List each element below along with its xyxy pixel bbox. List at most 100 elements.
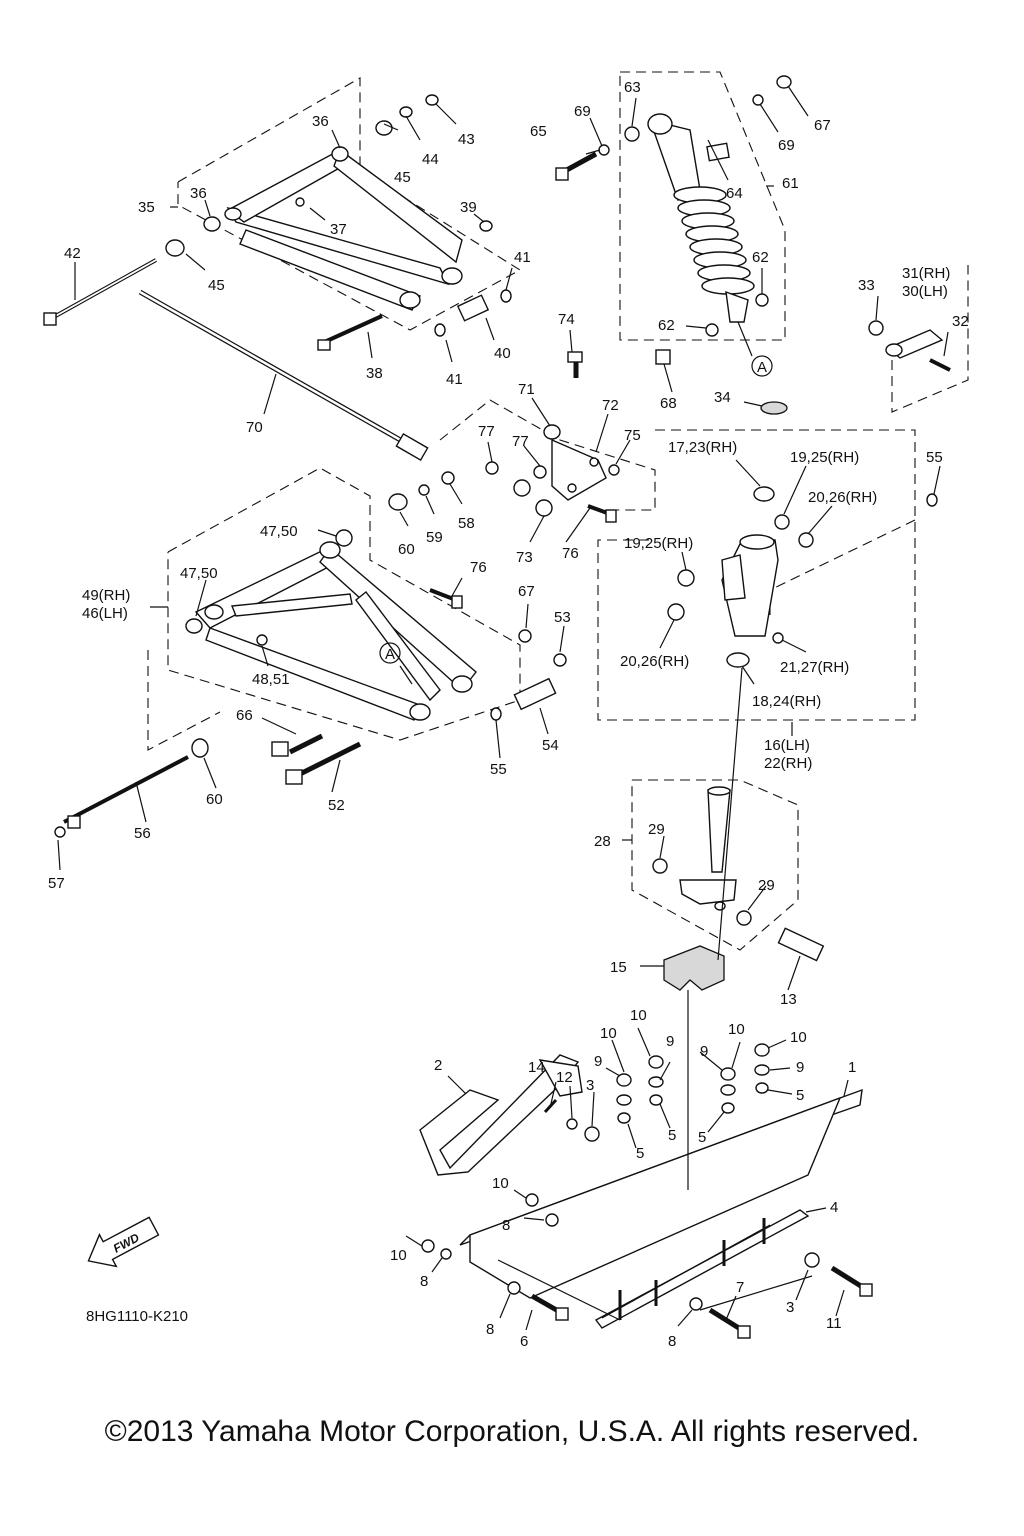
callout-55-left: 55 — [490, 761, 507, 778]
callout-21-27: 21,27(RH) — [780, 659, 849, 676]
callout-70: 70 — [246, 419, 263, 436]
callout-10-e: 10 — [492, 1175, 509, 1192]
callout-56: 56 — [134, 825, 151, 842]
callout-68: 68 — [660, 395, 677, 412]
callout-labels: 1 2 3 3 4 5 5 5 5 6 7 8 8 8 8 9 9 9 9 10… — [48, 79, 969, 1350]
callout-9-a: 9 — [594, 1053, 602, 1070]
callout-5-c: 5 — [698, 1129, 706, 1146]
callout-76-right: 76 — [562, 545, 579, 562]
reference-markers: A A — [379, 355, 773, 664]
callout-5-a: 5 — [796, 1087, 804, 1104]
callout-18-24: 18,24(RH) — [752, 693, 821, 710]
callout-19-25-right: 19,25(RH) — [790, 449, 859, 466]
reference-circle-a-shock — [751, 355, 773, 377]
diagram-code: 8HG1110-K210 — [86, 1308, 189, 1325]
callout-62-right: 62 — [752, 249, 769, 266]
callout-64: 64 — [726, 185, 743, 202]
upper-a-arm — [224, 148, 463, 311]
callout-10-d: 10 — [790, 1029, 807, 1046]
bolts-and-hardware — [63, 151, 951, 1339]
callout-60-lower: 60 — [206, 791, 223, 808]
callout-19-25-left: 19,25(RH) — [624, 535, 693, 552]
callout-57: 57 — [48, 875, 65, 892]
lower-a-arm — [194, 541, 477, 721]
callout-42: 42 — [64, 245, 81, 262]
callout-9-d: 9 — [796, 1059, 804, 1076]
ski-assembly — [419, 1054, 863, 1329]
callout-20-26-left: 20,26(RH) — [620, 653, 689, 670]
rubber-block-15 — [663, 945, 725, 991]
reference-a-shock: A — [757, 359, 767, 376]
callout-49: 49(RH) — [82, 587, 130, 604]
callout-13: 13 — [780, 991, 797, 1008]
callout-66: 66 — [236, 707, 253, 724]
fwd-arrow-icon: FWD — [87, 1216, 160, 1268]
callout-71: 71 — [518, 381, 535, 398]
callout-33: 33 — [858, 277, 875, 294]
callout-41-lower: 41 — [446, 371, 463, 388]
callout-4: 4 — [830, 1199, 838, 1216]
leader-lines — [57, 85, 949, 1331]
steering-arm — [551, 438, 607, 501]
callout-44: 44 — [422, 151, 439, 168]
tie-rod-70 — [138, 289, 429, 462]
callout-2: 2 — [434, 1057, 442, 1074]
callout-35: 35 — [138, 199, 155, 216]
callout-32: 32 — [952, 313, 969, 330]
callout-52: 52 — [328, 797, 345, 814]
callout-65: 65 — [530, 123, 547, 140]
callout-59: 59 — [426, 529, 443, 546]
callout-60-upper: 60 — [398, 541, 415, 558]
callout-37: 37 — [330, 221, 347, 238]
callout-67-upper: 67 — [814, 117, 831, 134]
callout-36-upper: 36 — [312, 113, 329, 130]
callout-8-b: 8 — [668, 1333, 676, 1350]
callout-73: 73 — [516, 549, 533, 566]
callout-45-lower: 45 — [208, 277, 225, 294]
callout-20-26-right: 20,26(RH) — [808, 489, 877, 506]
spindle-housing — [721, 534, 779, 637]
callout-62-left: 62 — [658, 317, 675, 334]
callout-5-b: 5 — [668, 1127, 676, 1144]
callout-8-a: 8 — [486, 1321, 494, 1338]
spindle-28 — [679, 786, 737, 911]
callout-5-d: 5 — [636, 1145, 644, 1162]
bushings-and-washers — [54, 75, 938, 1311]
callout-31: 31(RH) — [902, 265, 950, 282]
callout-10-b: 10 — [630, 1007, 647, 1024]
callout-15: 15 — [610, 959, 627, 976]
bolt-42 — [43, 258, 157, 326]
callout-29-a: 29 — [648, 821, 665, 838]
callout-3-lower: 3 — [786, 1299, 794, 1316]
callout-30: 30(LH) — [902, 283, 948, 300]
callout-63: 63 — [624, 79, 641, 96]
callout-10-f: 10 — [390, 1247, 407, 1264]
callout-69-right: 69 — [778, 137, 795, 154]
callout-10-a: 10 — [600, 1025, 617, 1042]
callout-43: 43 — [458, 131, 475, 148]
callout-77-right: 77 — [512, 433, 529, 450]
callout-77-left: 77 — [478, 423, 495, 440]
callout-48-51: 48,51 — [252, 671, 290, 688]
callout-16: 16(LH) — [764, 737, 810, 754]
callout-28: 28 — [594, 833, 611, 850]
callout-38: 38 — [366, 365, 383, 382]
callout-47-50-lower: 47,50 — [180, 565, 218, 582]
callout-9-b: 9 — [666, 1033, 674, 1050]
callout-11: 11 — [826, 1315, 842, 1332]
callout-7: 7 — [736, 1279, 744, 1296]
callout-61: 61 — [782, 175, 799, 192]
copyright-notice: ©2013 Yamaha Motor Corporation, U.S.A. A… — [104, 1415, 920, 1448]
callout-39: 39 — [460, 199, 477, 216]
callout-8-c: 8 — [420, 1273, 428, 1290]
callout-67-lower: 67 — [518, 583, 535, 600]
callout-55-right: 55 — [926, 449, 943, 466]
callout-17-23: 17,23(RH) — [668, 439, 737, 456]
callout-22: 22(RH) — [764, 755, 812, 772]
reference-circle-a-arm — [379, 642, 401, 664]
callout-58: 58 — [458, 515, 475, 532]
callout-69-left: 69 — [574, 103, 591, 120]
callout-41-upper: 41 — [514, 249, 531, 266]
callout-6: 6 — [520, 1333, 528, 1350]
